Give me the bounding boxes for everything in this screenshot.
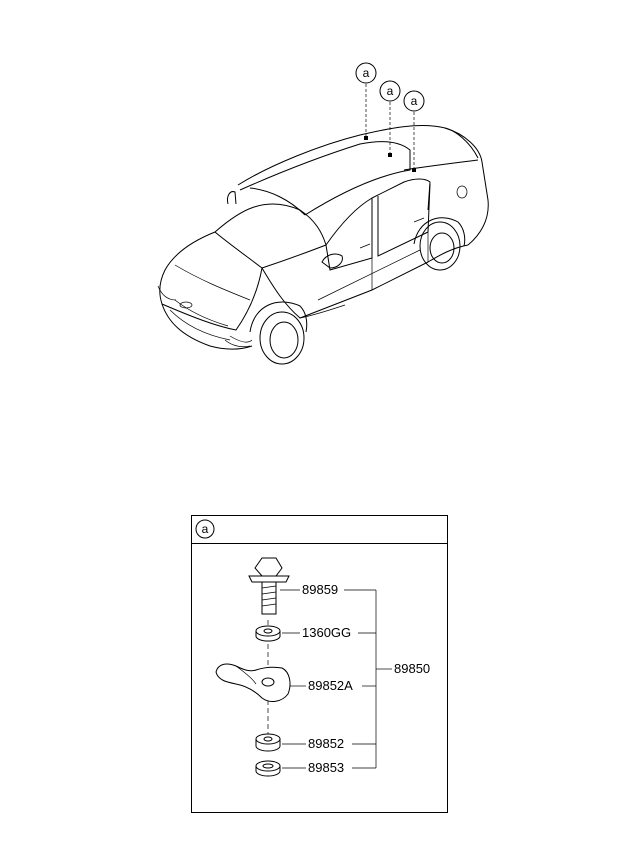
- callout-label-2: a: [387, 84, 394, 98]
- label-assembly: 89850: [394, 661, 430, 676]
- car-illustration: [157, 125, 489, 365]
- spacer-part: [255, 733, 281, 752]
- detail-box: a: [191, 515, 448, 813]
- label-bolt: 89859: [302, 582, 338, 597]
- washer-part: [255, 625, 281, 642]
- callout-circle-2: [379, 80, 401, 102]
- bolt-part: [248, 557, 290, 615]
- callout-label-3: a: [411, 94, 418, 108]
- car-callouts: a a a: [355, 62, 425, 172]
- leader-lines: [280, 589, 392, 769]
- nut-washer-part: [255, 760, 281, 777]
- detail-header-label: a: [202, 522, 209, 536]
- callout-circle-1: [355, 62, 377, 84]
- label-spacer: 89852: [308, 736, 344, 751]
- bracket-part: [215, 663, 291, 702]
- label-bracket: 89852A: [308, 678, 353, 693]
- label-nut-washer: 89853: [308, 760, 344, 775]
- detail-header-circle: [195, 519, 215, 539]
- callout-circle-3: [403, 90, 425, 112]
- callout-label-1: a: [363, 66, 370, 80]
- label-washer: 1360GG: [302, 625, 351, 640]
